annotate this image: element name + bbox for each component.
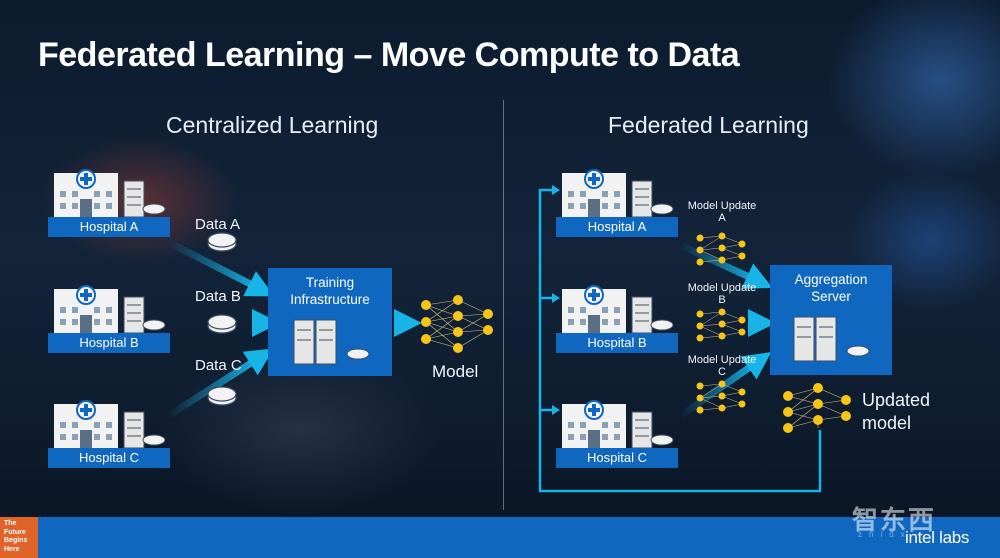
arrow-update-c [677,351,772,419]
hospital-building-icon [562,400,674,449]
footer-bar [0,517,1000,558]
update-network-icon-b [696,308,746,342]
central-hospital-a: Hospital A [48,167,170,237]
server-rack-icon [793,316,870,362]
central-hospital-c: Hospital C [48,398,170,468]
server-rack-icon [293,319,370,365]
updated-model-line2: model [862,413,912,433]
centralized-heading: Centralized Learning [166,112,379,138]
update-label-line1: Model Update [687,282,757,294]
badge-line: Begins [4,537,28,544]
badge-line: Future [4,528,26,536]
model-network-icon [421,295,493,353]
data-label-c: Data C [195,357,242,374]
watermark-sub: zhidx [858,530,912,539]
badge-line: Here [4,545,20,553]
feedback-head-c [552,405,560,415]
update-network-icon-c [696,380,746,414]
server-label-line1: Aggregation [794,272,868,287]
hospital-building-icon [562,169,674,218]
fed-hospital-c: Hospital C [556,398,678,468]
hospital-label: Hospital A [48,217,170,237]
updated-model-line1: Updated [862,390,931,410]
hospital-label: Hospital B [48,333,170,353]
aggregation-server-box: Aggregation Server [770,265,892,375]
watermark: 智东西 [852,505,937,535]
hospital-label: Hospital C [556,448,678,468]
feedback-head-a [552,185,560,195]
update-label-a: Model Update A [686,200,758,224]
fed-hospital-b: Hospital B [556,283,678,353]
model-label: Model [432,362,479,381]
database-icon [207,386,237,406]
feedback-head-b [552,293,560,303]
hospital-label: Hospital C [48,448,170,468]
hospital-label: Hospital B [556,333,678,353]
update-label-line2: B [718,294,726,306]
update-label-b: Model Update B [686,282,758,306]
intel-labs-logo: intel labs [905,528,970,547]
slide-title: Federated Learning – Move Compute to Dat… [38,36,740,74]
update-label-line2: A [718,212,726,224]
arrow-update-a [678,241,773,289]
badge-line: The [4,520,17,527]
federated-heading: Federated Learning [608,112,809,138]
training-infrastructure-box: Training Infrastructure [268,268,392,376]
update-label-line1: Model Update [687,200,757,212]
arrow-data-a [166,238,275,297]
hospital-label: Hospital A [556,217,678,237]
server-label-line2: Server [811,289,851,304]
update-network-icon-a [696,232,746,266]
hospital-building-icon [54,400,166,449]
future-begins-badge: The Future Begins Here [0,517,38,558]
arrow-data-c [166,348,274,419]
hospital-building-icon [54,169,166,218]
data-label-a: Data A [195,216,241,233]
training-label-line2: Infrastructure [290,292,370,307]
update-label-line2: C [718,366,726,378]
updated-model-label: Updated model [862,389,930,435]
feedback-loop [538,188,822,493]
central-hospital-b: Hospital B [48,283,170,353]
update-label-c: Model Update C [686,354,758,378]
fed-hospital-a: Hospital A [556,167,678,237]
section-divider [503,100,504,510]
hospital-building-icon [562,285,674,334]
data-label-b: Data B [195,288,241,305]
database-icon [207,232,237,252]
database-icon [207,314,237,334]
update-label-line1: Model Update [687,354,757,366]
training-label-line1: Training [305,275,355,290]
hospital-building-icon [54,285,166,334]
updated-model-network-icon [783,383,851,433]
